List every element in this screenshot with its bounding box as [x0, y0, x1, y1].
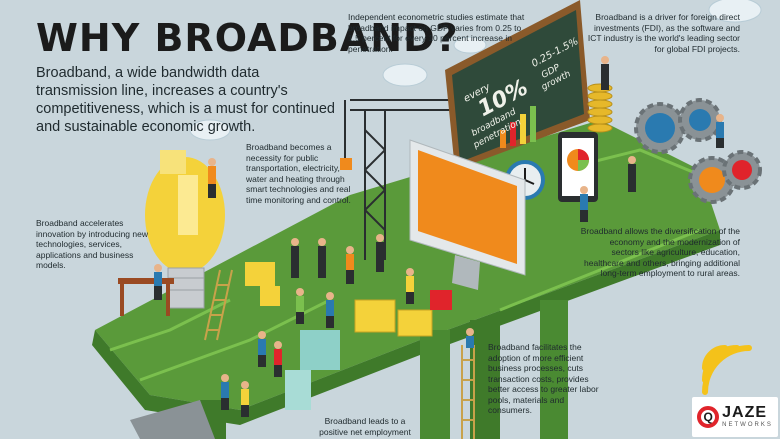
coin-stack: [587, 83, 613, 133]
person: [221, 374, 229, 410]
gears: [634, 98, 762, 204]
ladder: [461, 345, 475, 439]
logo-sub: NETWORKS: [722, 422, 773, 428]
cloud: [453, 36, 487, 54]
people: [154, 56, 724, 417]
green-pillar: [420, 330, 450, 439]
wooden-table: [118, 278, 174, 316]
person: [376, 234, 384, 272]
circuit-trace: [499, 228, 701, 312]
cloud: [708, 0, 762, 23]
green-pillar: [540, 300, 568, 439]
intro-text: Broadband, a wide bandwidth data transmi…: [36, 65, 335, 135]
person: [346, 246, 354, 284]
person: [580, 186, 588, 222]
person: [716, 114, 724, 148]
laptop: [130, 400, 215, 439]
person: [601, 56, 609, 90]
note-gdp-study: Independent econometric studies estimate…: [348, 12, 525, 54]
chalkboard: [452, 10, 584, 162]
person: [274, 341, 282, 377]
logo-mark: Q: [697, 406, 720, 428]
note-employment: Broadband leads to a positive net employ…: [319, 416, 411, 437]
person: [628, 156, 636, 192]
green-platform-edge: [92, 230, 720, 425]
person: [241, 381, 249, 417]
wifi-dot: [704, 361, 712, 369]
person: [154, 264, 162, 300]
jaze-logo: Q JAZE NETWORKS: [692, 397, 778, 437]
person: [291, 238, 299, 278]
cargo-boxes: [245, 262, 452, 410]
light-bulb: [145, 150, 225, 309]
monitor-screen: [418, 150, 517, 264]
person: [296, 288, 304, 324]
note-innovation: Broadband accelerates innovation by intr…: [36, 218, 148, 270]
person: [318, 238, 326, 278]
note-diversification: Broadband allows the diversification of …: [580, 226, 740, 278]
circuit-trace: [109, 298, 231, 352]
person: [406, 268, 414, 304]
person: [258, 331, 266, 367]
page-title: WHY BROADBAND?: [36, 16, 459, 60]
note-fdi: Broadband is a driver for foreign direct…: [587, 12, 740, 54]
cloud: [189, 119, 231, 141]
person: [466, 328, 474, 348]
crane-hook-block: [340, 158, 352, 170]
note-efficiency: Broadband facilitates the adoption of mo…: [488, 342, 599, 415]
ladder: [204, 269, 233, 341]
person: [326, 292, 334, 328]
note-necessity: Broadband becomes a necessity for public…: [246, 142, 351, 205]
cloud: [382, 63, 428, 87]
person: [208, 158, 216, 198]
logo-brand: JAZE: [722, 404, 768, 421]
chalkboard-bars: [500, 106, 536, 148]
monitor-stand: [452, 255, 480, 290]
tablet: [558, 132, 598, 202]
wifi-signal-icon: [702, 345, 752, 395]
